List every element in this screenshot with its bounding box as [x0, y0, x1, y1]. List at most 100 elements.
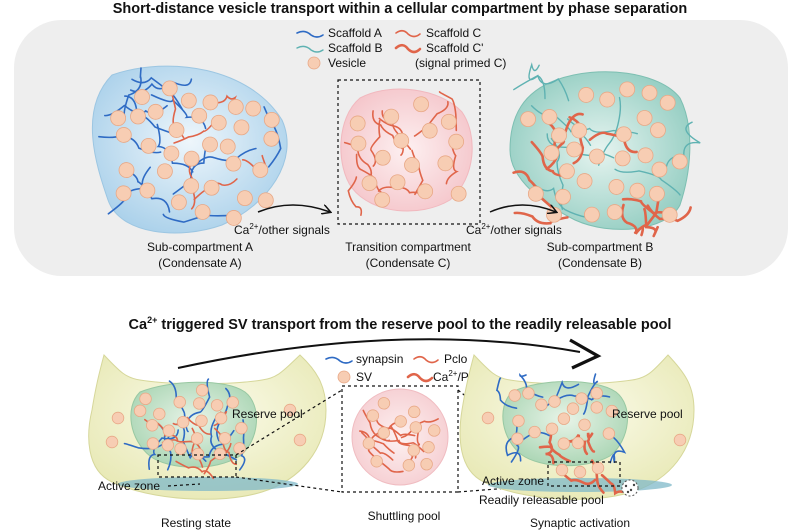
synaptic-vesicle [293, 433, 307, 447]
vesicle [349, 115, 366, 132]
vesicle [115, 127, 132, 143]
label-resting-state: Resting state [161, 516, 231, 530]
vesicle [263, 130, 280, 147]
activation-zoom-box [547, 461, 621, 487]
vesicle [584, 206, 600, 223]
vesicle [263, 111, 280, 128]
synaptic-vesicle [162, 424, 176, 437]
synaptic-vesicle [370, 455, 383, 468]
synaptic-vesicle [545, 422, 559, 436]
vesicle [115, 185, 132, 202]
vesicle [219, 138, 236, 155]
synaptic-vesicle [605, 404, 619, 418]
sv-swatch [337, 370, 351, 384]
scaffold-c-prime-filament [643, 207, 659, 238]
transition-box [337, 79, 481, 225]
synaptic-vesicle [283, 403, 297, 417]
synaptic-vesicle [535, 398, 548, 411]
synapsin-filament [495, 377, 518, 409]
vesicle [404, 157, 420, 173]
condensate-a-vesicles [110, 80, 280, 226]
legend-scaffold-a: Scaffold A [328, 26, 382, 40]
scaffold-c-filament [413, 101, 449, 137]
vesicle [110, 110, 127, 127]
terminal-activation [459, 354, 695, 500]
synaptic-vesicle [511, 432, 524, 445]
vesicle [361, 175, 378, 192]
synaptic-vesicle [420, 457, 433, 471]
vesicle [566, 141, 583, 158]
vesicle [139, 182, 156, 199]
synaptic-vesicle [673, 433, 687, 447]
vesicle [615, 126, 632, 143]
ca-pclo-filament [545, 431, 555, 465]
vesicle [650, 122, 666, 139]
label-sub-compartment-b: Sub-compartment B [547, 240, 654, 254]
vesicle [383, 108, 400, 125]
vesicle [194, 204, 211, 220]
vesicle [374, 149, 391, 166]
synapsin-filament [185, 378, 211, 425]
condensate-c-vesicles [349, 96, 467, 208]
vesicle [448, 133, 465, 150]
legend-scaffold-c-prime: Scaffold C' [426, 41, 483, 55]
synaptic-vesicle [555, 463, 569, 477]
synaptic-vesicle [193, 397, 206, 410]
synaptic-vesicle [161, 438, 175, 452]
big-arrow-head [569, 338, 602, 370]
synaptic-vesicle [377, 397, 391, 410]
scaffold-c-prime-filament [633, 193, 661, 234]
scaffold-c-prime-swatch [394, 43, 422, 54]
vesicle [437, 155, 454, 172]
vesicle [183, 177, 200, 194]
synapsin-filament [582, 373, 599, 415]
pclo-swatch [413, 355, 439, 364]
synapsin-filament [609, 437, 627, 464]
condensate-b [509, 62, 701, 238]
vesicle [637, 147, 654, 164]
label-active-zone-left: Active zone [98, 479, 160, 493]
vesicle [227, 99, 244, 115]
synaptic-vesicle [362, 437, 376, 450]
synaptic-vesicle [481, 411, 495, 425]
ca-pclo-filament [586, 432, 596, 453]
synaptic-vesicle [508, 389, 521, 402]
synaptic-vesicle [575, 392, 588, 405]
big-transport-arrow [177, 338, 581, 369]
synaptic-vesicle [394, 415, 407, 428]
synaptic-vesicle [422, 441, 435, 454]
vesicle [421, 122, 438, 139]
vesicle [171, 194, 187, 211]
scaffold-b-filament [665, 121, 701, 173]
vesicle [576, 173, 593, 189]
vesicle-swatch [307, 56, 321, 70]
bottom-legend: synapsin SV Pclo Ca2+/Pclo [325, 352, 484, 384]
vesicle [252, 162, 269, 178]
synaptic-vesicle [210, 399, 224, 412]
scaffold-c-filament [378, 117, 405, 156]
arrow-a-to-c [257, 204, 330, 212]
ca-pclo-filament [538, 445, 572, 463]
vesicle [541, 109, 558, 125]
synaptic-vesicle [190, 432, 204, 445]
vesicle [203, 179, 220, 196]
label-readily-releasable-pool: Readily releasable pool [479, 493, 604, 507]
synaptic-vesicle [590, 401, 603, 414]
vesicle [134, 89, 150, 105]
label-sub-compartment-a: Sub-compartment A [147, 240, 253, 254]
pclo-filament [367, 449, 404, 473]
synaptic-vesicle [602, 427, 616, 440]
zoom-line-left-top [235, 389, 343, 456]
shuttling-pool [351, 388, 449, 486]
vesicle [551, 127, 567, 144]
condensate-b-vesicles [520, 81, 688, 223]
vesicle [659, 94, 676, 111]
active-zone-left-patch [118, 477, 298, 491]
scaffold-a-filament [123, 67, 142, 118]
label-active-zone-right: Active zone [482, 474, 544, 488]
shuttling-vesicles [362, 397, 441, 472]
vesicle [417, 183, 434, 200]
label-condensate-a: (Condensate A) [158, 256, 241, 270]
bottom-title: Ca2+ triggered SV transport from the res… [129, 315, 672, 333]
vesicle [191, 107, 208, 124]
